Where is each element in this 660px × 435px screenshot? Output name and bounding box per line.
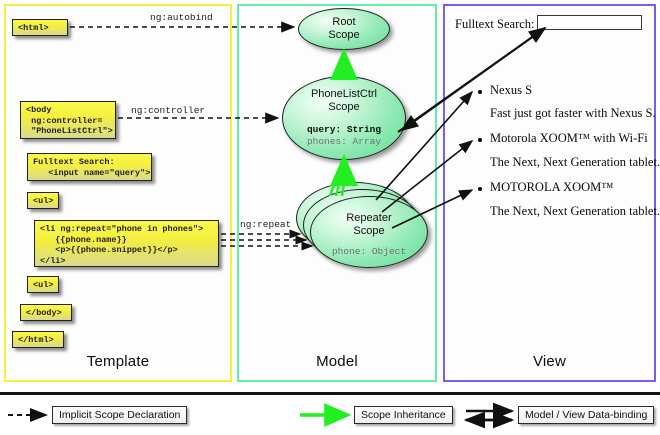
scope-phonelistctrl-prop-phones: phones: Array (306, 135, 382, 147)
view-search-label: Fulltext Search: (455, 17, 535, 31)
column-label-view: View (532, 353, 567, 370)
template-box-body-open: <body ng:controller= "PhoneListCtrl"> (20, 101, 116, 139)
legend-separator (0, 392, 660, 395)
edge-label-ng-controller: ng:controller (131, 105, 206, 116)
view-item-name-0: Nexus S (490, 83, 533, 97)
view-bullet-1 (478, 138, 482, 142)
view-item-snippet-0: Fast just got faster with Nexus S. (490, 106, 656, 120)
legend-item-implicit-scope-declaration: Implicit Scope Declaration (52, 406, 188, 424)
view-bullet-0 (478, 90, 482, 94)
scope-phonelistctrl-prop-query: query: String (306, 124, 382, 135)
column-label-template: Template (86, 353, 150, 370)
view-bullet-2 (478, 187, 482, 191)
legend-item-scope-inheritance: Scope Inheritance (354, 406, 453, 424)
view-item-name-2: MOTOROLA XOOM™ (490, 180, 614, 194)
view-item-snippet-2: The Next, Next Generation tablet. (490, 204, 660, 218)
view-search-input[interactable] (537, 15, 642, 30)
edge-label-ng-autobind: ng:autobind (150, 12, 213, 23)
template-box-body-close: </body> (20, 304, 72, 321)
template-box-html-open: <html> (12, 19, 68, 36)
view-item-snippet-1: The Next, Next Generation tablet. (490, 155, 660, 169)
edge-label-ng-repeat: ng:repeat (240, 219, 292, 230)
legend-item-model-view-data-binding: Model / View Data-binding (518, 406, 655, 424)
template-box-li-repeat: <li ng:repeat="phone in phones"> {{phone… (34, 220, 219, 267)
template-box-ul-close: <ul> (27, 276, 59, 293)
column-label-model: Model (316, 353, 358, 370)
template-box-html-close: </html> (12, 331, 64, 348)
template-box-ul-open: <ul> (27, 192, 59, 209)
scope-repeater-prop-phone: phone: Object (331, 246, 407, 257)
template-box-search-input: Fulltext Search: <input name="query"> (27, 153, 152, 181)
view-item-name-1: Motorola XOOM™ with Wi-Fi (490, 131, 648, 145)
